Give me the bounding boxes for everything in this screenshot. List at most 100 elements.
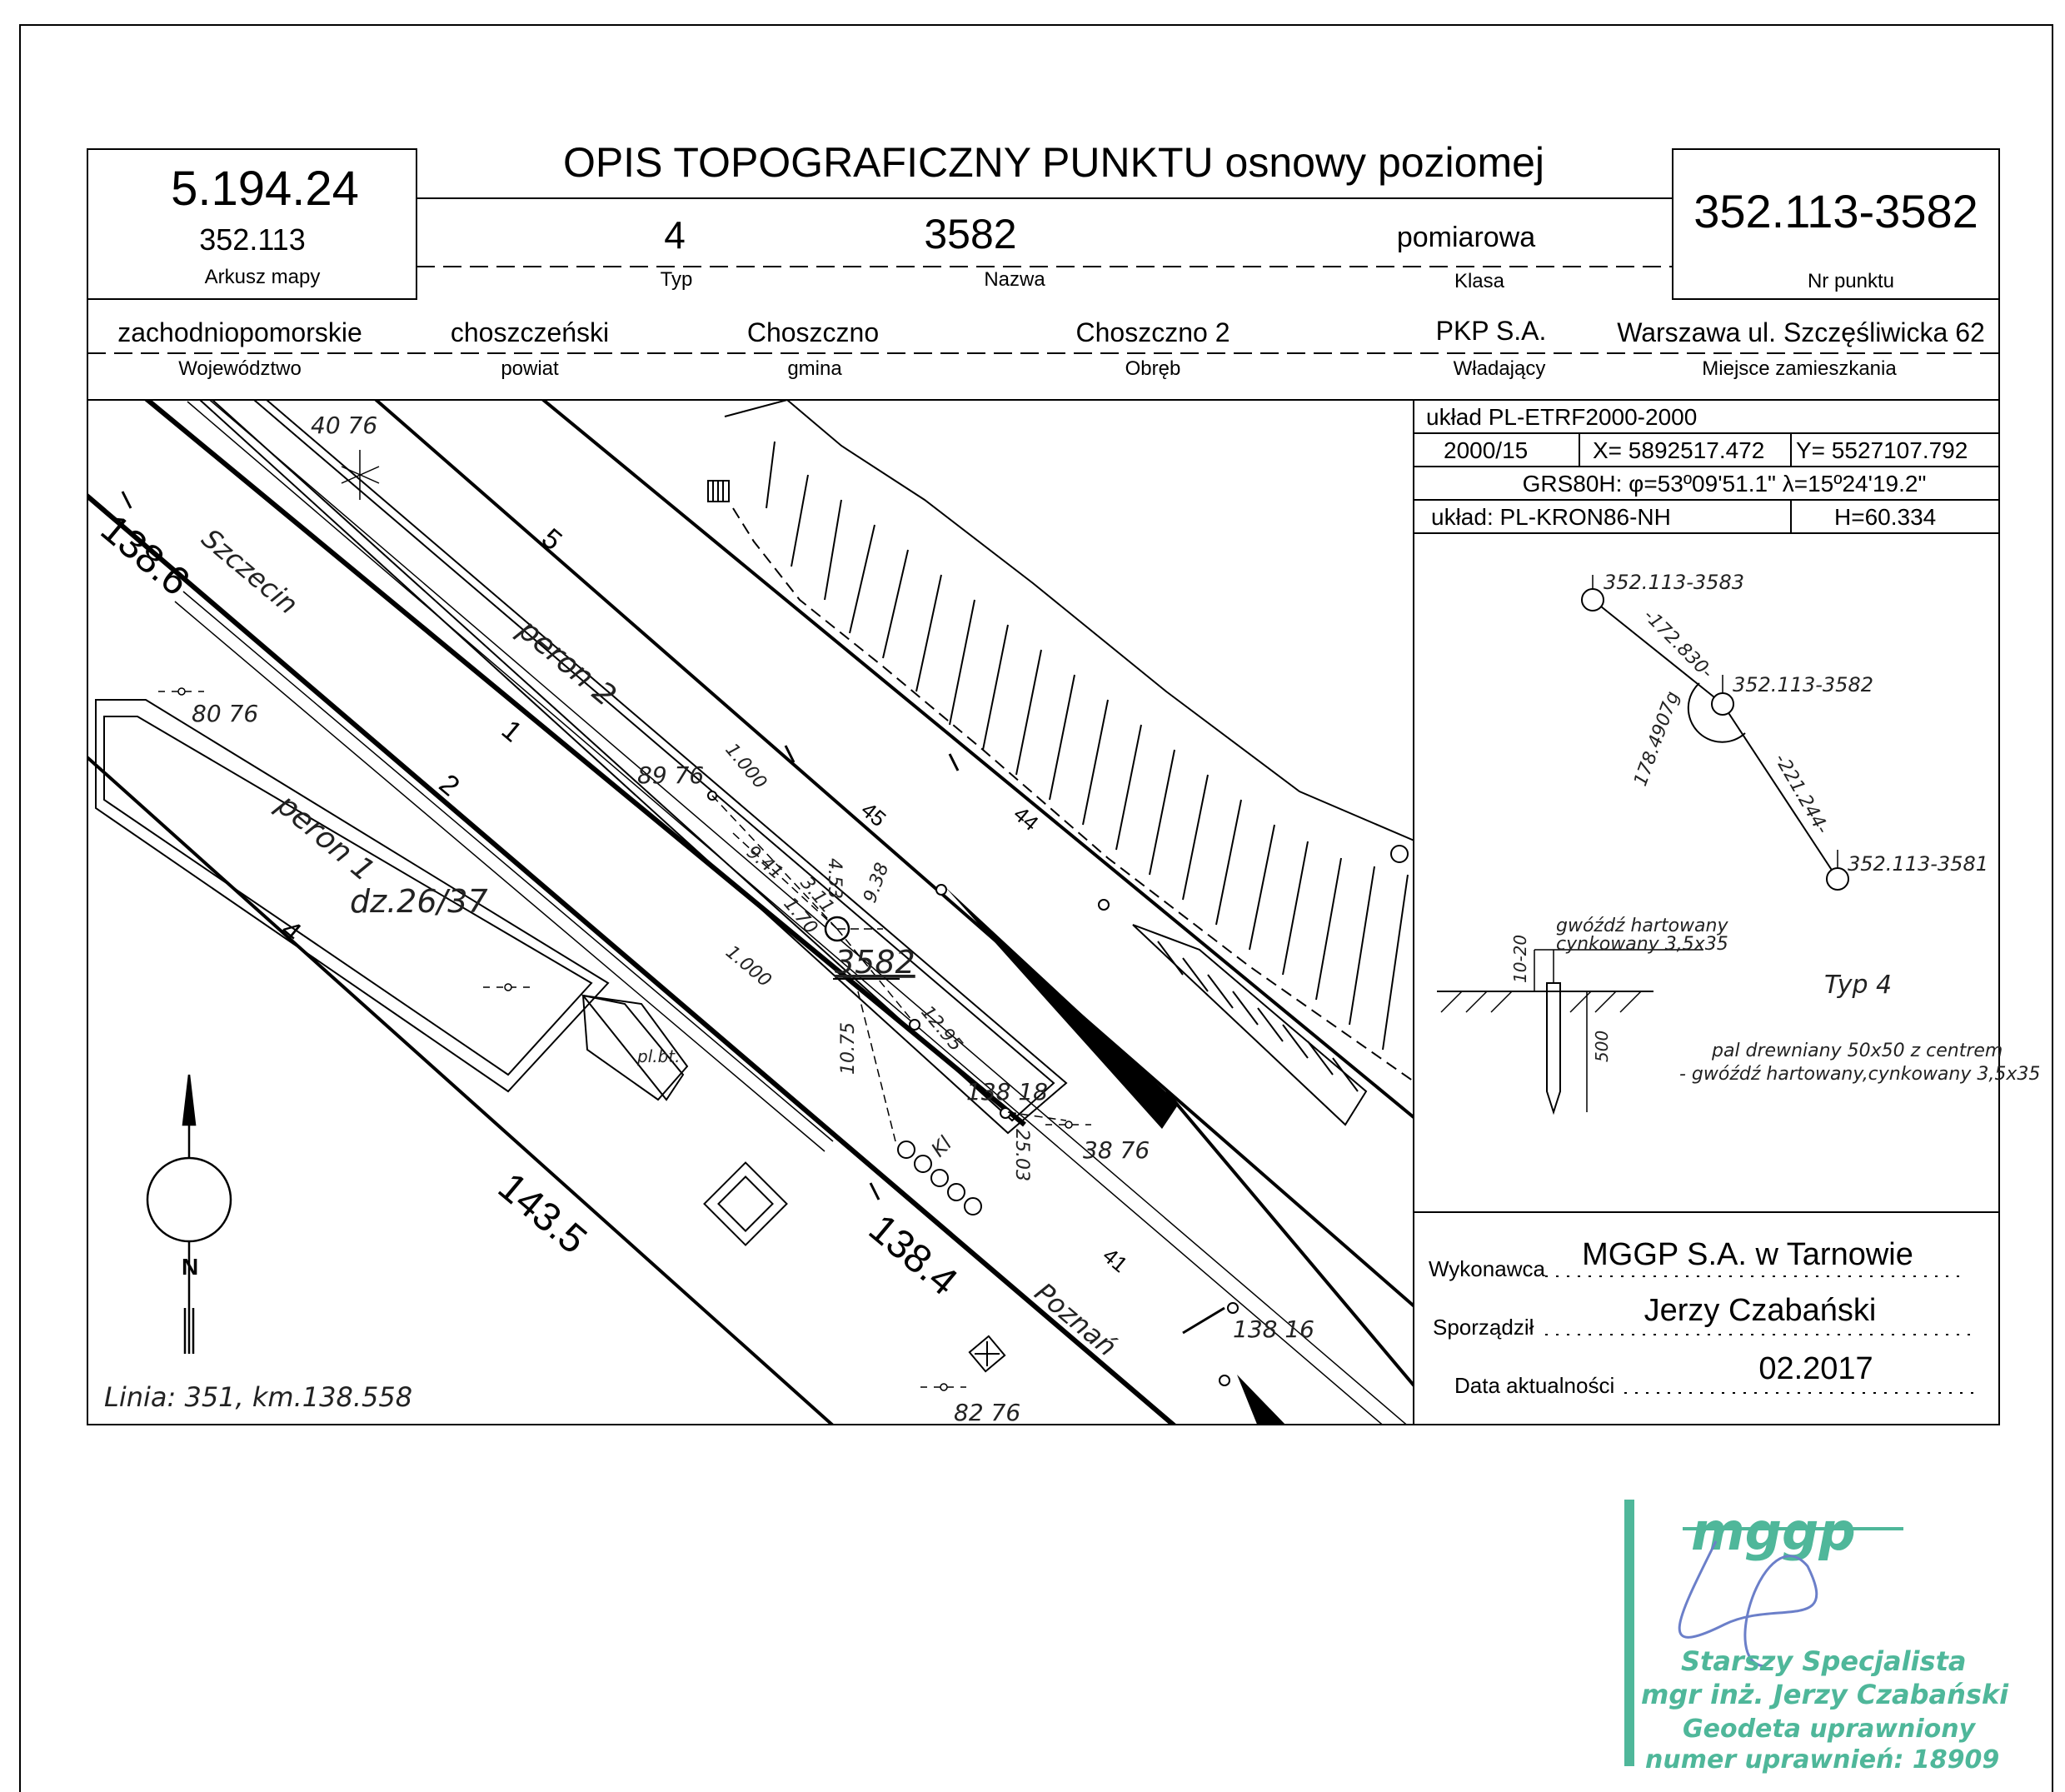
railway-tracks (87, 400, 1414, 1425)
coord-system: układ PL-ETRF2000-2000 (1426, 404, 1697, 430)
typ-value: 4 (664, 213, 686, 257)
sporzadzil-label: Sporządził (1433, 1315, 1534, 1340)
coordinate-table: układ PL-ETRF2000-2000 2000/15 X= 589251… (1414, 404, 1999, 534)
point-number-box (1672, 148, 2000, 300)
svg-text:1: 1 (496, 714, 528, 748)
svg-text:1.000: 1.000 (721, 740, 771, 793)
coord-geodetic: GRS80H: φ=53º09'51.1" λ=15º24'19.2" (1523, 471, 1927, 497)
track-switch-wedge (945, 887, 1179, 1129)
admin-row: zachodniopomorskie Województwo choszczeń… (117, 316, 1985, 380)
svg-text:dz.26/37: dz.26/37 (350, 883, 488, 920)
svg-text:3582: 3582 (835, 944, 915, 981)
svg-text:5: 5 (536, 522, 568, 557)
svg-text:45: 45 (856, 797, 890, 832)
svg-text:peron 1: peron 1 (269, 787, 381, 888)
stamp-line-2: mgr inż. Jerzy Czabański (1641, 1679, 2009, 1710)
stamp-line-4: numer uprawnień: 18909 (1645, 1745, 1999, 1775)
footer-block: Wykonawca MGGP S.A. w Tarnowie Sporządzi… (1414, 1211, 1999, 1398)
stamp-logo: mggp (1691, 1501, 1856, 1562)
klasa-value: pomiarowa (1397, 222, 1535, 253)
svg-text:4.53: 4.53 (824, 858, 845, 899)
body-frame (87, 399, 2000, 1425)
map-sketch: N 40 76 80 76 89 76 38 76 82 76 138 18 1… (87, 400, 1414, 1426)
svg-text:352.113-3583: 352.113-3583 (1604, 571, 1744, 594)
wykonawca-label: Wykonawca (1429, 1256, 1545, 1281)
svg-text:143.5: 143.5 (490, 1165, 595, 1263)
header-block: OPIS TOPOGRAFICZNY PUNKTU osnowy poziome… (87, 139, 2000, 401)
powiat: choszczeński (451, 317, 609, 347)
point-3582-marker (1711, 692, 1734, 716)
wojewodztwo: zachodniopomorskie (117, 317, 362, 347)
sheet-sub: 352.113 (199, 222, 305, 257)
wladajacy-label: Władający (1454, 357, 1546, 380)
svg-text:38 76: 38 76 (1083, 1136, 1150, 1164)
gmina-label: gmina (787, 357, 842, 380)
stamp-line-3: Geodeta uprawniony (1683, 1715, 1977, 1744)
svg-text:138 16: 138 16 (1233, 1315, 1314, 1343)
gmina: Choszczno (747, 317, 879, 347)
svg-text:9.38: 9.38 (860, 860, 893, 906)
svg-text:10-20: 10-20 (1510, 935, 1530, 983)
height-system: układ: PL-KRON86-NH (1431, 504, 1671, 530)
svg-text:25.03: 25.03 (1011, 1129, 1032, 1181)
coord-y: Y= 5527107.792 (1796, 437, 1968, 463)
svg-text:500: 500 (1592, 1031, 1612, 1062)
svg-text:1.000: 1.000 (721, 941, 775, 991)
svg-text:352.113-3582: 352.113-3582 (1733, 673, 1873, 696)
point-number: 352.113-3582 (1693, 185, 1978, 237)
sheet-code: 5.194.24 (171, 162, 359, 216)
svg-text:cynkowany 3,5x35: cynkowany 3,5x35 (1556, 934, 1728, 955)
platform-peron-2 (198, 400, 1068, 1135)
sporzadzil: Jerzy Czabański (1644, 1293, 1877, 1328)
point-3581-marker (1826, 867, 1849, 891)
klasa-label: Klasa (1454, 270, 1505, 292)
page-border (19, 24, 2053, 1792)
svg-text:40 76: 40 76 (311, 412, 377, 439)
svg-text:Poznań: Poznań (1029, 1276, 1123, 1363)
wojewodztwo-label: Województwo (178, 357, 302, 380)
svg-text:138 18: 138 18 (966, 1078, 1048, 1106)
typ-label: Typ (661, 268, 693, 291)
point-number-label: Nr punktu (1808, 270, 1894, 292)
coord-zone: 2000/15 (1444, 437, 1528, 463)
obreb-label: Obręb (1125, 357, 1181, 380)
building-square (703, 1161, 788, 1246)
map-labels: 40 76 80 76 89 76 38 76 82 76 138 18 138… (92, 412, 1314, 1426)
north-label: N (182, 1254, 198, 1280)
platform-peron-1 (95, 699, 610, 1093)
svg-text:89 76: 89 76 (637, 761, 704, 789)
svg-text:41: 41 (1098, 1243, 1132, 1278)
point-3583-marker (1581, 588, 1604, 611)
nazwa-value: 3582 (924, 211, 1016, 257)
embankment-hatching (707, 400, 1414, 1126)
svg-text:82 76: 82 76 (954, 1399, 1020, 1426)
wladajacy: PKP S.A. (1436, 316, 1547, 346)
nazwa-label: Nazwa (984, 268, 1045, 291)
connection-sketch: 352.113-3583 352.113-3582 352.113-3581 -… (1437, 571, 2040, 1116)
svg-text:9.41: 9.41 (742, 841, 787, 884)
plbt-box (581, 994, 685, 1101)
svg-text:- gwóźdź hartowany,cynkowany 3: - gwóźdź hartowany,cynkowany 3,5x35 (1679, 1064, 2040, 1085)
wykonawca: MGGP S.A. w Tarnowie (1582, 1237, 1913, 1272)
km-marker-box (968, 1335, 1006, 1373)
sheet-code-box (87, 148, 417, 300)
obreb: Choszczno 2 (1076, 317, 1230, 347)
page-title: OPIS TOPOGRAFICZNY PUNKTU osnowy poziome… (563, 139, 1544, 186)
svg-text:Kl: Kl (926, 1131, 956, 1161)
north-arrow-icon (146, 1074, 232, 1354)
miejsce-label: Miejsce zamieszkania (1702, 357, 1897, 380)
svg-text:Typ 4: Typ 4 (1824, 971, 1892, 1000)
surveyor-stamp: mggp Starszy Specjalista mgr inż. Jerzy … (1624, 1500, 2009, 1775)
powiat-label: powiat (501, 357, 559, 380)
coord-x: X= 5892517.472 (1593, 437, 1764, 463)
svg-text:Linia: 351, km.138.558: Linia: 351, km.138.558 (104, 1381, 412, 1413)
svg-text:-172.830-: -172.830- (1639, 606, 1717, 683)
svg-text:352.113-3581: 352.113-3581 (1848, 852, 1988, 876)
svg-text:178.4907g: 178.4907g (1630, 689, 1683, 789)
data-aktualnosci: 02.2017 (1758, 1351, 1873, 1386)
svg-text:10.75: 10.75 (838, 1022, 859, 1075)
svg-text:pl.bt.: pl.bt. (636, 1046, 681, 1066)
svg-text:138.6: 138.6 (92, 507, 197, 605)
svg-text:138.4: 138.4 (860, 1206, 965, 1305)
